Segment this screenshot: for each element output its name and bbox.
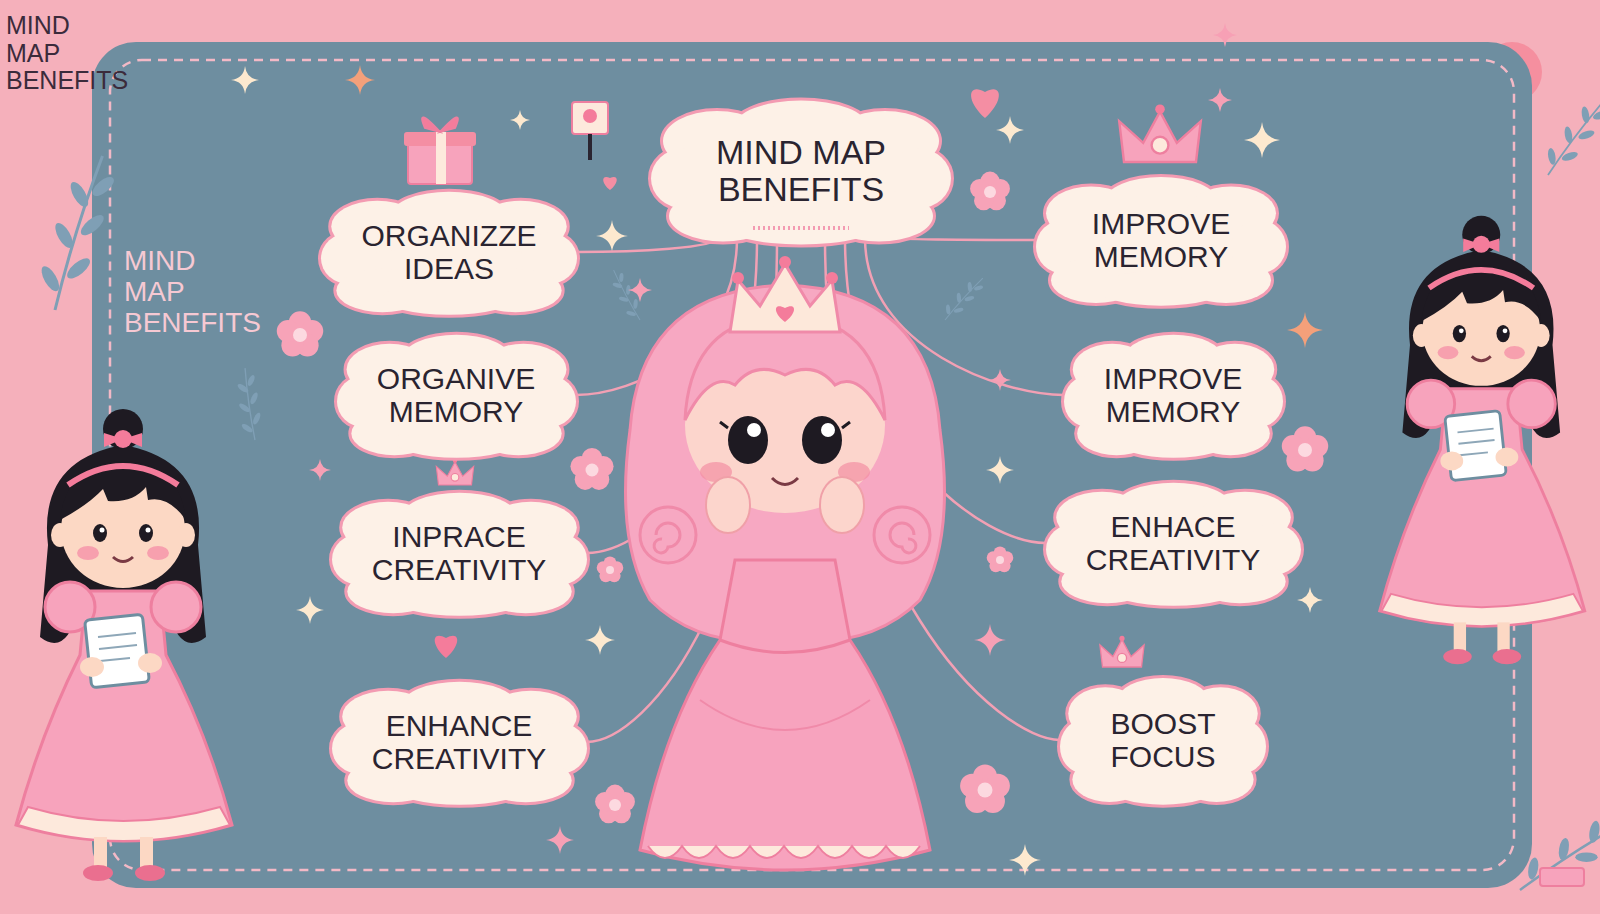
node-text: ENHACE CREATIVITY: [1086, 510, 1260, 576]
page-title: MIND MAP BENEFITS: [6, 12, 128, 95]
node-text: ENHANCE CREATIVITY: [372, 709, 546, 775]
node-text: INPRACE CREATIVITY: [372, 520, 546, 586]
cloud-node: ENHANCE CREATIVITY: [332, 678, 587, 806]
cloud-node: BOOST FOCUS: [1060, 674, 1266, 806]
cloud-node: ORGANIVE MEMORY: [337, 331, 576, 459]
cloud-node: INPRACE CREATIVITY: [332, 489, 587, 617]
node-text: IMPROVE MEMORY: [1092, 207, 1230, 273]
cloud-node: ORGANIZZE IDEAS: [321, 188, 577, 316]
node-text: IMPROVE MEMORY: [1104, 362, 1242, 428]
node-text: ORGANIZZE IDEAS: [361, 219, 536, 285]
cloud-node: MIND MAP BENEFITS: [651, 96, 951, 246]
cloud-node: ENHACE CREATIVITY: [1046, 479, 1301, 607]
node-text: ORGANIVE MEMORY: [377, 362, 535, 428]
node-text: BOOST FOCUS: [1111, 707, 1216, 773]
cloud-node: IMPROVE MEMORY: [1064, 331, 1283, 459]
cloud-node: IMPROVE MEMORY: [1036, 173, 1286, 307]
panel-watermark: MIND MAP BENEFITS: [124, 246, 261, 338]
node-text: MIND MAP BENEFITS: [696, 134, 906, 209]
